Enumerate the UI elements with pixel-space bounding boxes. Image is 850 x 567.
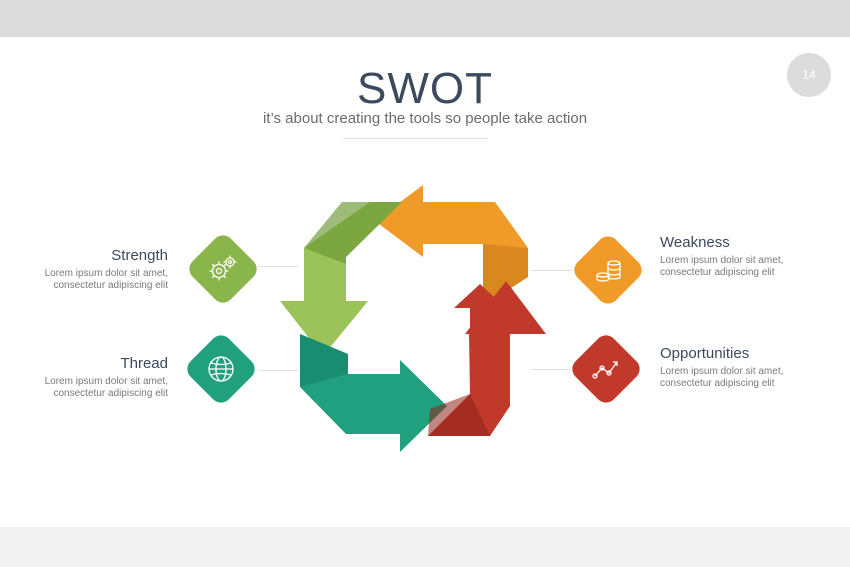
opportunities-arrow-body	[465, 281, 546, 334]
weakness-arrow-fold	[483, 244, 528, 306]
weakness-desc-line1: Lorem ipsum dolor sit amet,	[660, 255, 784, 266]
thread-label: Thread	[120, 355, 168, 372]
thread-connector	[258, 370, 298, 371]
opportunities-connector	[530, 369, 572, 370]
thread-desc-line1: Lorem ipsum dolor sit amet,	[44, 376, 168, 387]
slide-title: SWOT	[357, 64, 493, 113]
opportunities-text-block: Opportunities Lorem ipsum dolor sit amet…	[660, 345, 820, 390]
weakness-desc-line2: consectetur adipiscing elit	[660, 267, 775, 278]
subtitle-divider	[343, 138, 488, 139]
slide-subtitle: it’s about creating the tools so people …	[262, 110, 588, 127]
opportunities-desc-line1: Lorem ipsum dolor sit amet,	[660, 366, 784, 377]
thread-desc-line2: consectetur adipiscing elit	[53, 388, 168, 399]
globe-icon	[208, 356, 234, 382]
page-number-badge: 14	[787, 53, 831, 97]
trend-chart-icon	[592, 361, 618, 379]
strength-desc-line1: Lorem ipsum dolor sit amet,	[44, 268, 168, 279]
strength-desc-line2: consectetur adipiscing elit	[53, 280, 168, 291]
bottom-band	[0, 527, 850, 567]
opportunities-desc-line2: consectetur adipiscing elit	[660, 378, 775, 389]
opportunities-label: Opportunities	[660, 345, 750, 362]
top-band	[0, 0, 850, 37]
weakness-text-block: Weakness Lorem ipsum dolor sit amet, con…	[660, 234, 820, 279]
strength-text-block: Strength Lorem ipsum dolor sit amet, con…	[20, 247, 168, 292]
strength-label: Strength	[111, 247, 168, 264]
weakness-connector	[530, 270, 572, 271]
gears-icon	[209, 255, 237, 281]
strength-arrow	[280, 202, 402, 356]
weakness-label: Weakness	[660, 234, 730, 251]
opportunities-arrow-stem	[428, 334, 510, 436]
thread-text-block: Thread Lorem ipsum dolor sit amet, conse…	[20, 355, 168, 400]
swot-cycle-diagram	[280, 185, 546, 452]
strength-arrow-fold	[304, 202, 402, 264]
thread-arrow-fold	[300, 334, 348, 387]
opportunities-arrow	[454, 284, 506, 334]
coins-icon	[596, 260, 621, 282]
strength-connector	[258, 266, 298, 267]
opportunities-arrow-fold	[428, 394, 490, 436]
